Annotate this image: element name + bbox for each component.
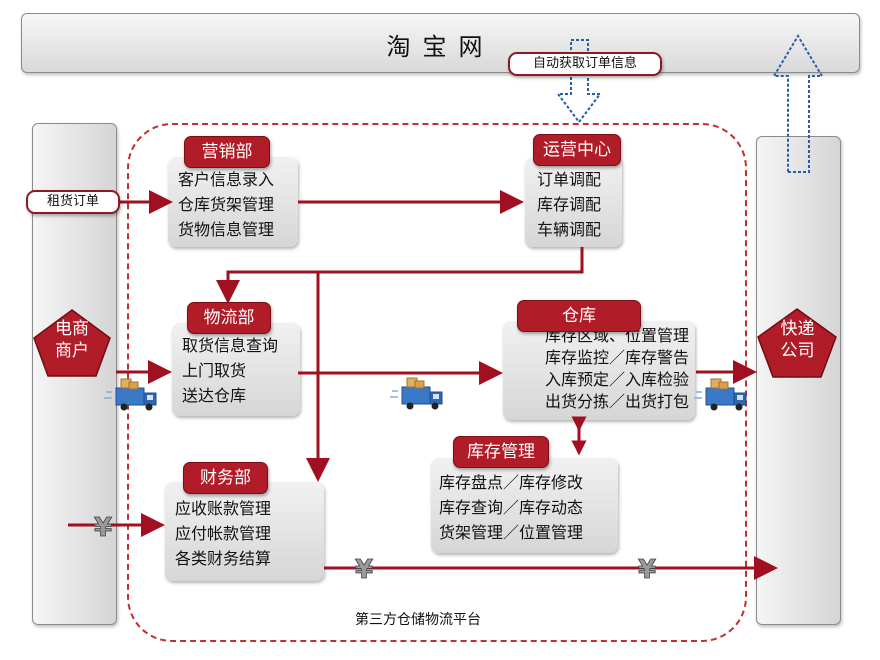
operations-line-3: 车辆调配 [537,220,602,239]
warehouse-line-3: 入库预定／入库检验 [544,370,689,389]
finance-line-2: 应付帐款管理 [175,524,272,543]
marketing-title: 营销部 [184,136,270,168]
auto-fetch-label: 自动获取订单信息 [508,52,662,76]
operations-box: 订单调配 库存调配 车辆调配 [525,157,622,247]
inventory-line-2: 库存查询／库存动态 [439,498,584,517]
warehouse-box: 库存区域、位置管理 库存监控／库存警告 入库预定／入库检验 出货分拣／出货打包 [503,321,695,420]
taobao-title: 淘宝网 [386,33,495,61]
operations-line-2: 库存调配 [537,195,602,214]
taobao-bar: 淘宝网 [21,13,860,73]
finance-line-1: 应收账款管理 [175,499,272,518]
courier-label: 快递 公司 [759,318,836,362]
operations-title: 运营中心 [533,134,621,166]
inventory-line-1: 库存盘点／库存修改 [439,473,584,492]
merchant-label-line-2: 商户 [55,341,89,361]
operations-line-1: 订单调配 [537,170,602,189]
inventory-line-3: 货架管理／位置管理 [439,523,584,542]
logistics-line-3: 送达仓库 [182,386,247,405]
marketing-box: 客户信息录入 仓库货架管理 货物信息管理 [168,157,298,247]
warehouse-line-4: 出货分拣／出货打包 [544,392,689,411]
logistics-title: 物流部 [187,302,271,334]
courier-pillar [756,136,841,625]
logistics-box: 取货信息查询 上门取货 送达仓库 [172,323,300,416]
merchant-label-line-1: 电商 [55,319,89,339]
warehouse-line-2: 库存监控／库存警告 [544,348,689,367]
marketing-line-3: 货物信息管理 [178,220,275,239]
marketing-line-2: 仓库货架管理 [178,195,275,214]
finance-title: 财务部 [183,462,268,494]
marketing-line-1: 客户信息录入 [178,170,275,189]
logistics-line-1: 取货信息查询 [182,336,279,355]
courier-label-line-1: 快递 [780,319,815,339]
inventory-box: 库存盘点／库存修改 库存查询／库存动态 货架管理／位置管理 [431,458,618,553]
inventory-title: 库存管理 [453,436,549,468]
courier-label-line-2: 公司 [780,341,815,361]
order-label: 租货订单 [26,190,120,214]
platform-caption: 第三方仓储物流平台 [355,612,481,628]
warehouse-title: 仓库 [517,300,641,332]
merchant-label: 电商 商户 [34,318,110,362]
finance-box: 应收账款管理 应付帐款管理 各类财务结算 [165,482,324,581]
logistics-line-2: 上门取货 [182,361,247,380]
finance-line-3: 各类财务结算 [175,549,272,568]
